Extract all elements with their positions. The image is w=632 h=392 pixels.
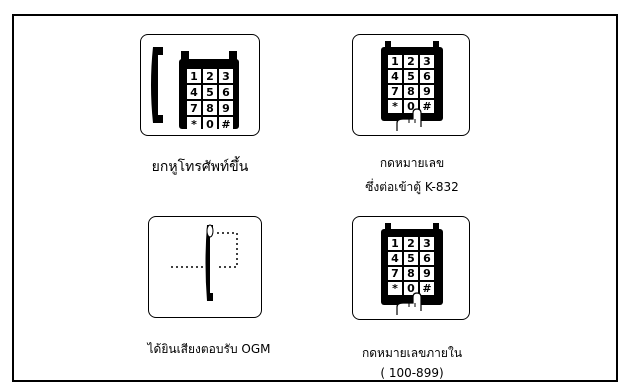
keypad-key-label: 8 xyxy=(206,102,214,115)
keypad-key-label: 0 xyxy=(407,100,415,113)
keypad-key xyxy=(420,237,434,250)
keypad-key-label: * xyxy=(191,118,197,131)
keypad-key-label: 0 xyxy=(206,118,214,131)
keypad-key-label: 2 xyxy=(206,70,214,83)
step-3-panel xyxy=(148,216,262,318)
keypad-key xyxy=(219,85,233,99)
keypad-key-label: 5 xyxy=(206,86,214,99)
step-2-caption-line2: ซึ่งต่อเข้าตู้ K-832 xyxy=(365,180,459,194)
keypad-key xyxy=(404,252,418,265)
step-2-caption-line1: กดหมายเลข xyxy=(379,156,445,170)
keypad-key-label: 5 xyxy=(407,252,415,265)
keypad-key xyxy=(404,282,418,295)
step-4-caption-line2: ( 100-899) xyxy=(380,366,444,380)
keypad-key-label: # xyxy=(422,100,431,113)
keypad-key-label: 1 xyxy=(391,55,399,68)
keypad-key-label: 6 xyxy=(423,252,431,265)
keypad-key-label: 7 xyxy=(391,267,399,280)
keypad-key-label: 9 xyxy=(222,102,230,115)
keypad-key-label: 9 xyxy=(423,85,431,98)
keypad-key-label: * xyxy=(392,282,398,295)
keypad-key xyxy=(388,85,402,98)
keypad-key-label: 4 xyxy=(391,252,399,265)
keypad-key-label: 4 xyxy=(190,86,198,99)
step-4-caption-line1: กดหมายเลขภายใน xyxy=(361,346,463,360)
keypad-key xyxy=(404,237,418,250)
keypad-key-label: 8 xyxy=(407,85,415,98)
keypad-key xyxy=(420,252,434,265)
step-3-caption: ได้ยินเสียงตอบรับ OGM xyxy=(147,342,271,356)
keypad-key-label: * xyxy=(392,100,398,113)
keypad-key-label: 0 xyxy=(407,282,415,295)
keypad-key xyxy=(388,237,402,250)
keypad-key xyxy=(203,117,217,131)
keypad-key-label: 2 xyxy=(407,55,415,68)
keypad-key-label: 1 xyxy=(391,237,399,250)
keypad-key-label: 6 xyxy=(423,70,431,83)
keypad-key xyxy=(187,101,201,115)
keypad-key-label: 7 xyxy=(190,102,198,115)
keypad-key-label: 9 xyxy=(423,267,431,280)
keypad-key-label: 1 xyxy=(190,70,198,83)
keypad-key-label: 8 xyxy=(407,267,415,280)
keypad-key xyxy=(388,55,402,68)
keypad-key xyxy=(187,85,201,99)
keypad-key xyxy=(219,117,233,131)
keypad-key xyxy=(404,267,418,280)
keypad-key xyxy=(388,100,402,113)
keypad-key xyxy=(420,55,434,68)
keypad-key xyxy=(420,70,434,83)
handset-listen-icon xyxy=(171,224,238,301)
keypad-key xyxy=(388,282,402,295)
keypad-key-label: # xyxy=(221,118,230,131)
keypad-key-label: 3 xyxy=(222,70,230,83)
keypad-key-label: 3 xyxy=(423,55,431,68)
step-1-caption: ยกหูโทรศัพท์ขึ้น xyxy=(151,159,249,175)
keypad-key-label: 7 xyxy=(391,85,399,98)
keypad-key xyxy=(203,85,217,99)
keypad-key-label: 2 xyxy=(407,237,415,250)
keypad-key xyxy=(420,85,434,98)
keypad-key xyxy=(187,69,201,83)
keypad-key-label: # xyxy=(422,282,431,295)
keypad-key-label: 6 xyxy=(222,86,230,99)
keypad-key xyxy=(420,282,434,295)
keypad-key xyxy=(420,267,434,280)
keypad-key xyxy=(203,101,217,115)
keypad-key xyxy=(187,117,201,131)
keypad-key xyxy=(420,100,434,113)
keypad-key xyxy=(388,252,402,265)
keypad-key-label: 3 xyxy=(423,237,431,250)
keypad-key-label: 5 xyxy=(407,70,415,83)
keypad-key xyxy=(203,69,217,83)
keypad-key xyxy=(388,267,402,280)
keypad-key xyxy=(404,70,418,83)
keypad-key xyxy=(219,69,233,83)
keypad-key xyxy=(404,85,418,98)
keypad-key-label: 4 xyxy=(391,70,399,83)
keypad-key xyxy=(388,70,402,83)
keypad-key xyxy=(404,55,418,68)
keypad-key xyxy=(219,101,233,115)
